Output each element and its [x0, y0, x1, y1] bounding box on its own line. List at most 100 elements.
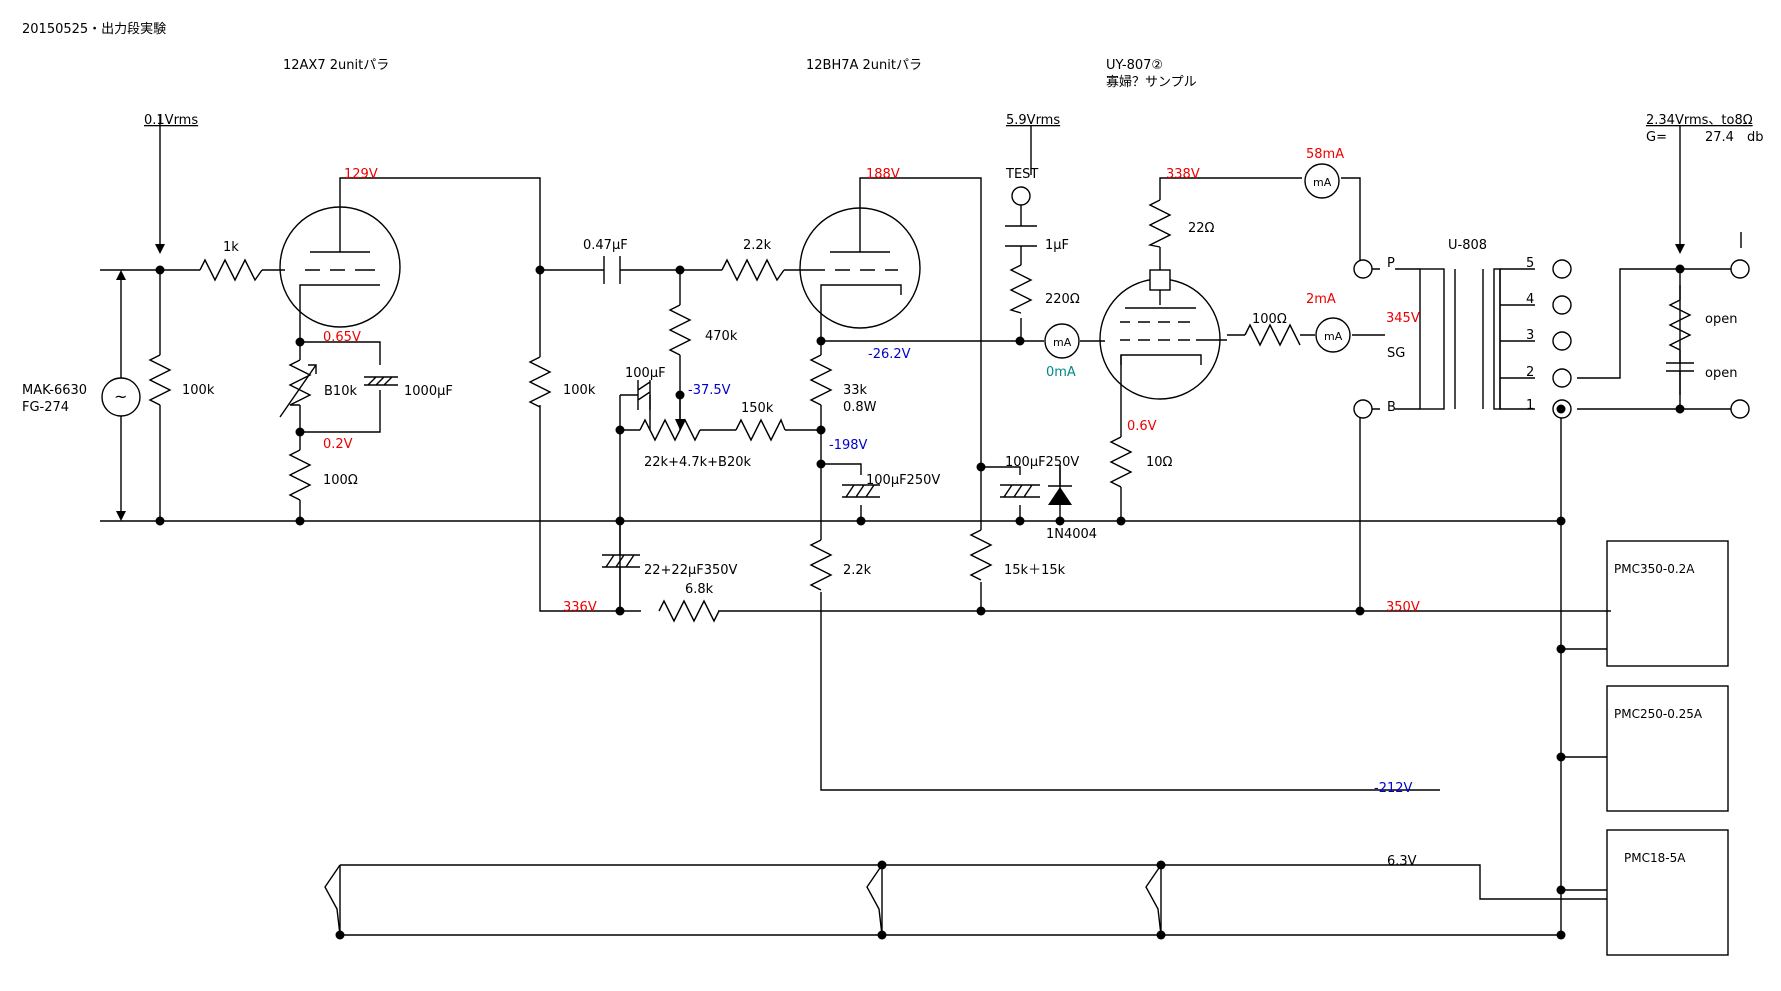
svg-text:open: open: [1705, 312, 1737, 327]
resistor-10ohm: [1109, 436, 1133, 488]
terminal-5: [1552, 259, 1572, 279]
resistor-100k-load: [528, 356, 552, 408]
stage-label-sample: 寡婦？サンプル: [1106, 74, 1197, 90]
output-transformer: [1395, 268, 1501, 410]
terminal-b: [1353, 399, 1373, 419]
svg-text:5: 5: [1526, 256, 1534, 271]
resistor-33k: [809, 354, 833, 406]
svg-text:1000μF: 1000μF: [404, 384, 453, 399]
heaters: [324, 864, 1162, 936]
stage-label-12bh7a: 12BH7A 2unitパラ: [806, 58, 922, 73]
supply-pmc250: [1606, 685, 1729, 812]
voltage-198: -198V: [829, 438, 868, 453]
svg-text:100μF250V: 100μF250V: [866, 473, 940, 488]
svg-text:B10k: B10k: [324, 384, 357, 399]
source-model-1: MAK-6630: [22, 383, 87, 398]
svg-text:1: 1: [1526, 398, 1534, 413]
svg-text:U-808: U-808: [1448, 238, 1487, 253]
svg-text:15k＋15k: 15k＋15k: [1004, 563, 1066, 578]
svg-text:3: 3: [1526, 328, 1534, 343]
svg-text:22k+4.7k+B20k: 22k+4.7k+B20k: [644, 455, 752, 470]
source-symbol: ~: [114, 387, 127, 406]
supply-pmc350: [1606, 540, 1729, 667]
gain-label: G=: [1646, 130, 1667, 145]
stage-label-12ax7: 12AX7 2unitパラ: [283, 58, 389, 73]
heater-12ax7: [324, 864, 341, 936]
power-supplies: [1606, 540, 1729, 956]
resistors: [148, 199, 1692, 623]
svg-text:100Ω: 100Ω: [323, 473, 358, 488]
capacitor-1uf: [1005, 225, 1037, 247]
resistor-470k: [668, 304, 692, 356]
meter-58ma: [1304, 163, 1340, 199]
svg-text:100k: 100k: [182, 383, 215, 398]
capacitor-output-open: [1666, 362, 1694, 372]
svg-text:open: open: [1705, 366, 1737, 381]
svg-text:mA: mA: [1053, 336, 1072, 349]
resistor-100k-grid: [148, 354, 172, 406]
resistor-2-2k: [721, 258, 785, 282]
svg-text:mA: mA: [1313, 176, 1332, 189]
resistor-22k-adj: [639, 418, 701, 442]
resistor-6-8k: [658, 599, 720, 623]
resistor-100ohm-sg: [1244, 323, 1301, 347]
tube-12bh7a: [799, 207, 921, 329]
terminal-2: [1552, 368, 1572, 388]
svg-text:P: P: [1387, 256, 1395, 271]
signal-source: [101, 377, 141, 417]
test-label: TEST: [1005, 167, 1038, 182]
svg-text:2.2k: 2.2k: [743, 238, 772, 253]
svg-text:2.2k: 2.2k: [843, 563, 872, 578]
svg-text:1μF: 1μF: [1045, 238, 1069, 253]
source-model-2: FG-274: [22, 400, 69, 415]
voltage-345: 345V: [1386, 311, 1420, 326]
svg-text:0.8W: 0.8W: [843, 400, 877, 415]
svg-text:1k: 1k: [223, 240, 239, 255]
resistor-output-load: [1668, 299, 1692, 351]
current-58ma: 58mA: [1306, 147, 1344, 162]
svg-text:B: B: [1387, 400, 1396, 415]
terminal-p: [1353, 259, 1373, 279]
voltage-375: -37.5V: [688, 383, 731, 398]
supply-label-pmc250: PMC250-0.25A: [1614, 707, 1703, 721]
gain-value: 27.4: [1705, 130, 1734, 145]
meter-2ma: [1315, 317, 1351, 353]
out-hot-stub: [1720, 232, 1742, 410]
resistor-150k: [735, 418, 786, 442]
voltage-065: 0.65V: [323, 330, 361, 345]
svg-text:220Ω: 220Ω: [1045, 292, 1080, 307]
terminals: [1353, 259, 1750, 419]
svg-text:mA: mA: [1324, 330, 1343, 343]
svg-text:10Ω: 10Ω: [1146, 455, 1173, 470]
gain-unit: db: [1747, 130, 1764, 145]
capacitor-22uf-350v: [602, 554, 640, 568]
svg-text:6.8k: 6.8k: [685, 582, 714, 597]
svg-text:22+22μF350V: 22+22μF350V: [644, 563, 738, 578]
svg-text:0.47μF: 0.47μF: [583, 238, 628, 253]
heater-uy807: [1145, 864, 1162, 936]
meters: [1044, 163, 1351, 359]
svg-text:150k: 150k: [741, 401, 774, 416]
voltage-02: 0.2V: [323, 437, 353, 452]
svg-text:100μF250V: 100μF250V: [1005, 455, 1079, 470]
terminal-out-cold: [1730, 399, 1750, 419]
capacitor-0-47uf: [603, 256, 621, 284]
resistor-15k: [969, 529, 993, 581]
capacitor-100uf-250v-a: [842, 484, 880, 498]
current-2ma: 2mA: [1306, 292, 1336, 307]
pot-wiper-arrowhead: [675, 419, 685, 430]
tube-12ax7: [279, 206, 401, 328]
capacitors: [364, 225, 1694, 611]
svg-text:1N4004: 1N4004: [1046, 527, 1097, 542]
voltage-188: 188V: [866, 167, 900, 182]
svg-text:100μF: 100μF: [625, 366, 666, 381]
svg-text:100Ω: 100Ω: [1252, 312, 1287, 327]
output-level: 2.34Vrms、to8Ω: [1646, 113, 1753, 128]
svg-text:SG: SG: [1387, 346, 1405, 361]
capacitor-1000uf: [364, 376, 398, 386]
resistor-1k: [199, 258, 263, 282]
supply-label-pmc350: PMC350-0.2A: [1614, 562, 1695, 576]
voltage-129: 129V: [344, 167, 378, 182]
heater-12bh7a: [866, 864, 883, 936]
svg-text:470k: 470k: [705, 329, 738, 344]
